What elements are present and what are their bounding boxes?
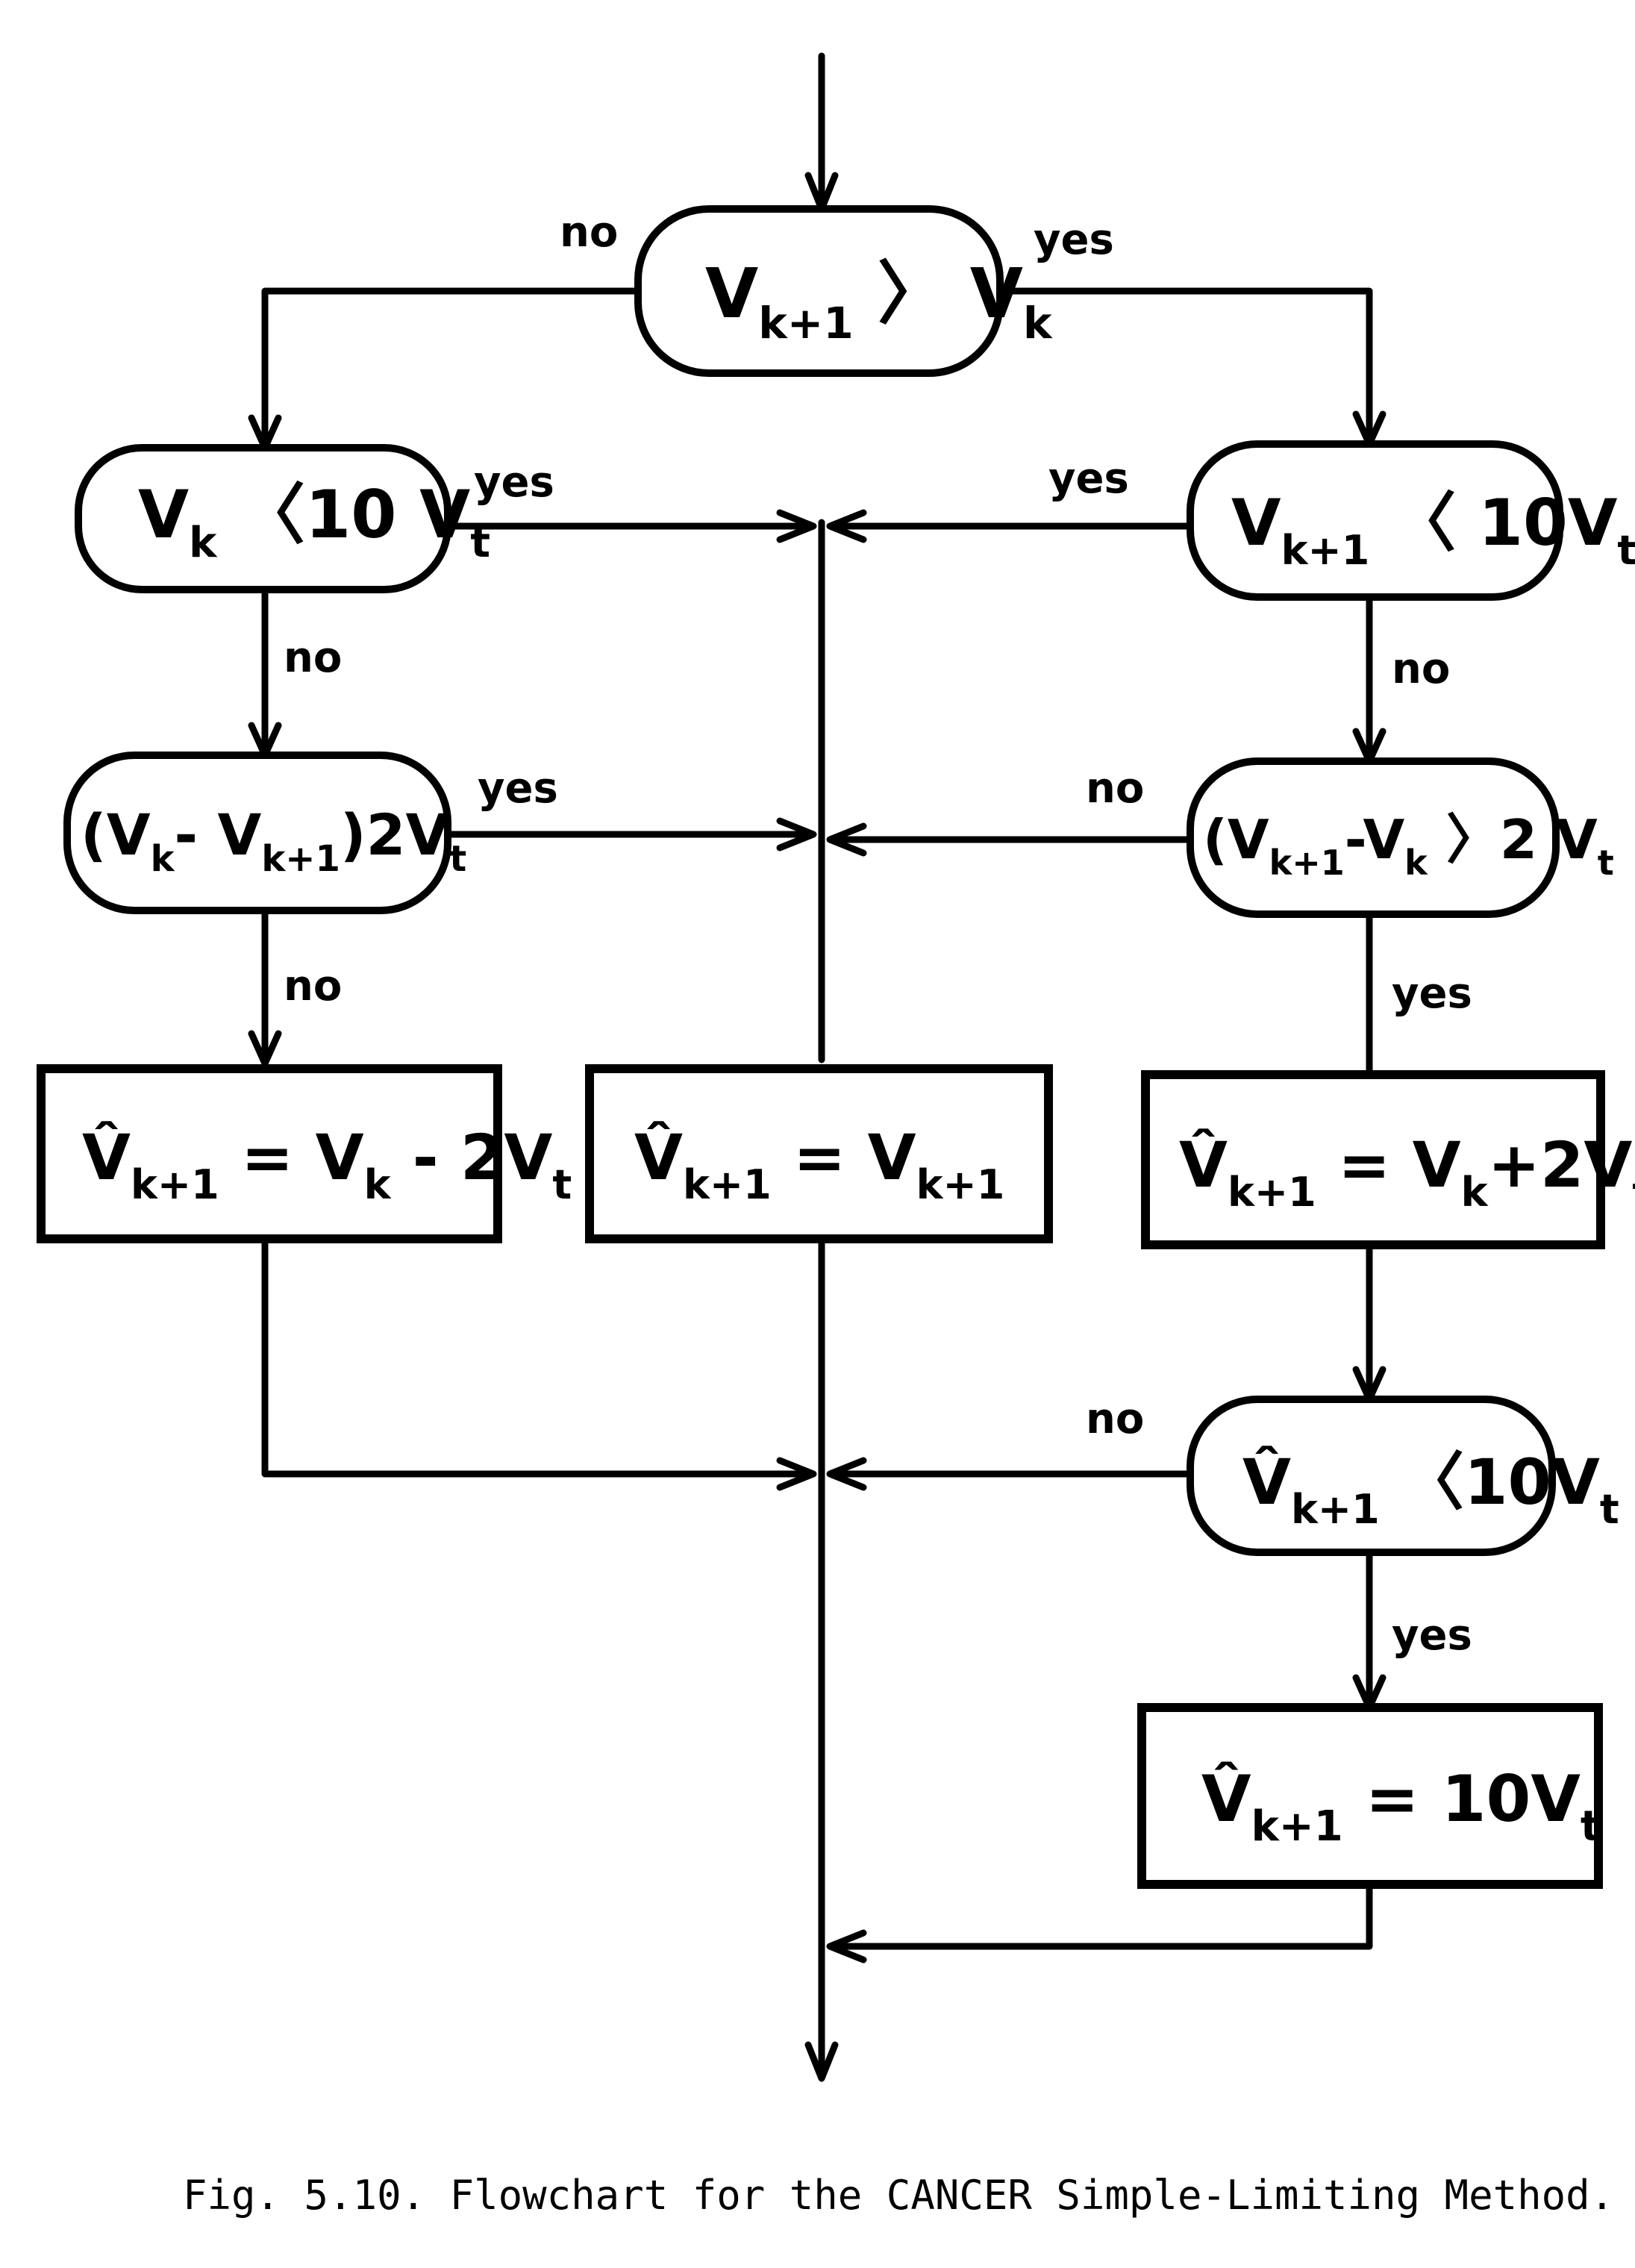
process-b4: V̂k+1 = 10Vt [1137, 1703, 1603, 1889]
label-d2-yes: yes [474, 458, 554, 507]
process-b3: V̂k+1 = Vk+2Vt [1141, 1070, 1635, 1249]
b1-merge-line [261, 1237, 813, 1478]
svg-text:V̂k+1 = Vk+1: V̂k+1 = Vk+1 [634, 1121, 1004, 1208]
label-d1-yes: yes [1034, 216, 1114, 264]
svg-text:Vk+1 〉 Vk: Vk+1 〉 Vk [705, 254, 1053, 349]
decision-d2: Vk 〈10 Vt [75, 444, 490, 593]
d3-yes-arrowhead [826, 509, 867, 543]
label-d4-no: no [284, 962, 342, 1010]
d6-no-arrowhead [826, 1457, 867, 1491]
label-d2-no: no [284, 634, 342, 682]
figure-caption: Fig. 5.10. Flowchart for the CANCER Simp… [183, 2172, 1614, 2219]
b4-merge-arrowhead [826, 1929, 867, 1964]
label-d3-no: no [1392, 645, 1450, 693]
process-b1: V̂k+1 = Vk - 2Vt [37, 1064, 572, 1243]
svg-text:Vk+1 〈 10Vt: Vk+1 〈 10Vt [1231, 486, 1635, 574]
decision-d1: Vk+1 〉 Vk [634, 205, 1053, 377]
exit-arrowhead [804, 2041, 839, 2082]
label-d5-yes: yes [1392, 969, 1472, 1018]
d2-yes-arrowhead [776, 509, 817, 543]
svg-text:V̂k+1 = Vk+2Vt: V̂k+1 = Vk+2Vt [1179, 1128, 1635, 1216]
svg-text:(Vk- Vk+1)2Vt: (Vk- Vk+1)2Vt [81, 802, 466, 880]
decision-d4: (Vk- Vk+1)2Vt [63, 752, 466, 914]
process-b2: V̂k+1 = Vk+1 [585, 1064, 1053, 1243]
svg-text:V̂k+1 〈10Vt: V̂k+1 〈10Vt [1242, 1446, 1619, 1533]
d4-yes-arrowhead [776, 817, 817, 852]
d1-yes-line [996, 287, 1373, 448]
decision-d5: (Vk+1-Vk 〉2 Vt [1187, 757, 1614, 918]
b1-merge-arrowhead [776, 1457, 817, 1491]
decision-d6: V̂k+1 〈10Vt [1187, 1396, 1619, 1556]
label-d4-yes: yes [478, 764, 558, 813]
b4-merge-line [828, 1881, 1373, 1950]
d1-no-line [261, 287, 642, 452]
svg-text:(Vk+1-Vk 〉2 Vt: (Vk+1-Vk 〉2 Vt [1203, 808, 1614, 883]
connectors [248, 52, 1387, 2082]
d5-no-arrowhead [826, 822, 867, 857]
label-d5-no: no [1086, 764, 1144, 813]
label-d6-yes: yes [1392, 1611, 1472, 1660]
d4-no-arrowhead [248, 1030, 282, 1067]
svg-text:V̂k+1 = 10Vt: V̂k+1 = 10Vt [1201, 1761, 1601, 1851]
label-d1-no: no [560, 208, 618, 257]
label-d6-no: no [1086, 1395, 1144, 1443]
label-d3-yes: yes [1048, 454, 1129, 503]
svg-text:Vk 〈10 Vt: Vk 〈10 Vt [138, 476, 490, 567]
svg-text:V̂k+1 = Vk - 2Vt: V̂k+1 = Vk - 2Vt [82, 1121, 572, 1208]
decision-d3: Vk+1 〈 10Vt [1187, 440, 1635, 601]
